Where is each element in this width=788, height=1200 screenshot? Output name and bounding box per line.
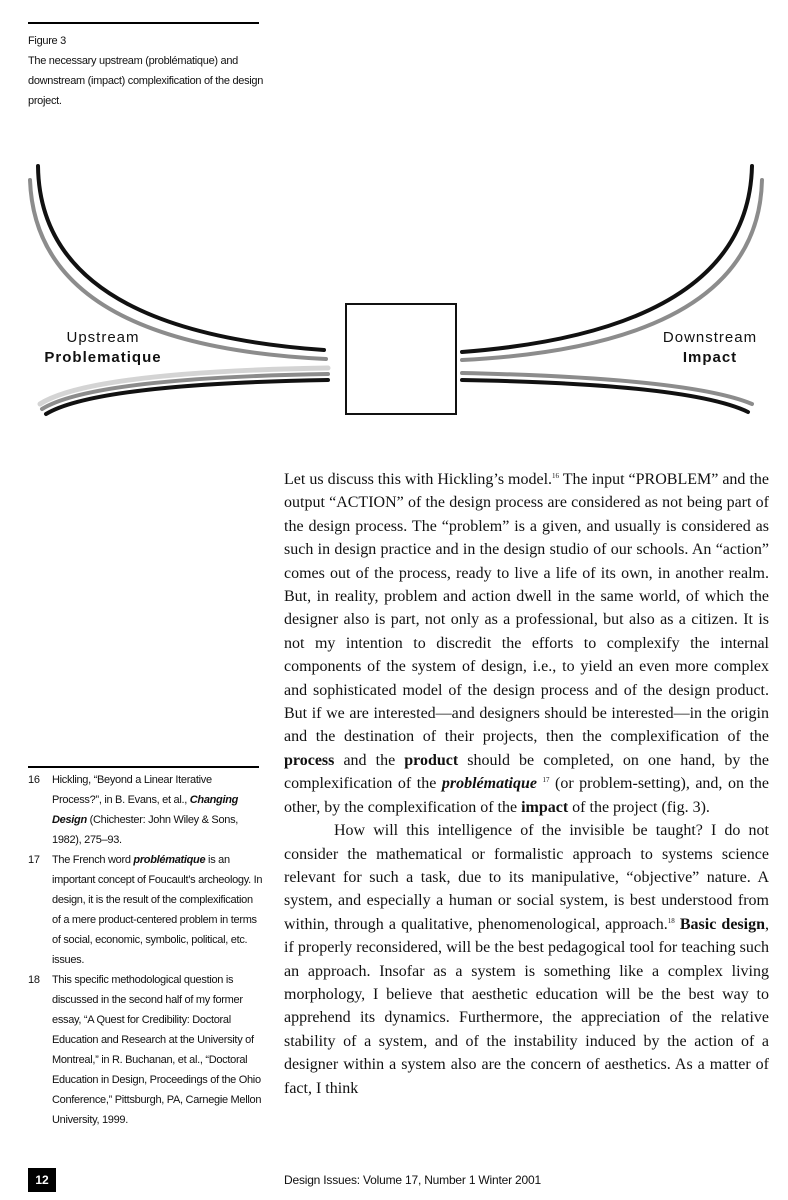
footnote-rule [28,766,259,768]
design-process-box [345,303,457,415]
bold-italic-term-problematique: problématique [441,775,537,793]
footnotes: 16 Hickling, “Beyond a Linear Iterative P… [28,770,263,1130]
figure-caption-label: Figure 3 [28,35,66,47]
upstream-curve-inner-gray [28,178,328,361]
footnote-18: 18 This specific methodological question … [28,970,263,1130]
body-paragraph-2: How will this intelligence of the invisi… [284,819,769,1100]
footnote-number: 17 [28,854,40,866]
body-text: Let us discuss this with Hickling’s mode… [284,468,769,1100]
footnote-text: Hickling, “Beyond a Linear Iterative Pro… [52,774,212,806]
upstream-curve-outer-light [37,365,331,407]
page-number: 12 [28,1168,56,1192]
upstream-curve-outer-black [44,378,330,416]
upstream-label-line1: Upstream [66,329,140,346]
text-run: The input “PROBLEM” and the output “ACTI… [284,471,769,746]
downstream-label-line2: Impact [682,349,738,366]
upstream-curve-inner-black [36,164,326,352]
figure-caption: Figure 3 The necessary upstream (problém… [28,31,268,111]
downstream-label-line1: Downstream [662,329,758,346]
text-run: and the [334,751,405,769]
footnote-number: 16 [28,774,40,786]
footnote-text: (Chichester: John Wiley & Sons, 1982), 2… [52,814,239,846]
footnote-ref-18: 18 [667,916,675,925]
text-run: , if properly reconsidered, will be the … [284,915,769,1097]
footnote-16: 16 Hickling, “Beyond a Linear Iterative P… [28,770,263,850]
footnote-text: The French word [52,854,134,866]
body-paragraph-1: Let us discuss this with Hickling’s mode… [284,468,769,819]
downstream-curve-inner-gray [460,178,764,362]
downstream-curve-outer-black [460,378,750,414]
footnote-text: This specific methodological question is… [52,974,262,1126]
text-run: of the project (fig. 3). [568,798,710,816]
figure-caption-text: The necessary upstream (problématique) a… [28,55,264,107]
footnote-emphasis: Changing Design [52,794,239,826]
bold-term-product: product [404,751,459,769]
running-footer: Design Issues: Volume 17, Number 1 Winte… [284,1173,541,1187]
text-run: How will this intelligence of the invisi… [284,822,769,933]
upstream-label: Upstream Problematique [38,328,168,368]
bold-term-process: process [284,751,335,769]
bold-term-basic-design: Basic design [679,915,765,933]
downstream-curve-inner-black [460,164,754,354]
footnote-ref-17: 17 [542,776,550,785]
footnote-ref-16: 16 [552,472,560,480]
text-run: should be completed, on one hand, by the… [284,751,769,793]
upstream-curve-outer-gray [40,372,330,411]
footnote-text: is an important concept of Foucault’s ar… [52,854,263,966]
downstream-label: Downstream Impact [650,328,770,368]
text-run: (or problem-setting), and, on the other,… [284,775,770,816]
caption-rule [28,22,259,24]
footnote-17: 17 The French word problématique is an im… [28,850,263,970]
bold-term-impact: impact [521,798,569,816]
text-run: Let us discuss this with Hickling’s mode… [284,471,553,488]
footnote-emphasis: problématique [133,854,206,866]
upstream-label-line2: Problematique [44,349,162,366]
downstream-curve-outer-gray [460,371,754,406]
figure-3-diagram [28,164,764,416]
footnote-number: 18 [28,974,40,986]
